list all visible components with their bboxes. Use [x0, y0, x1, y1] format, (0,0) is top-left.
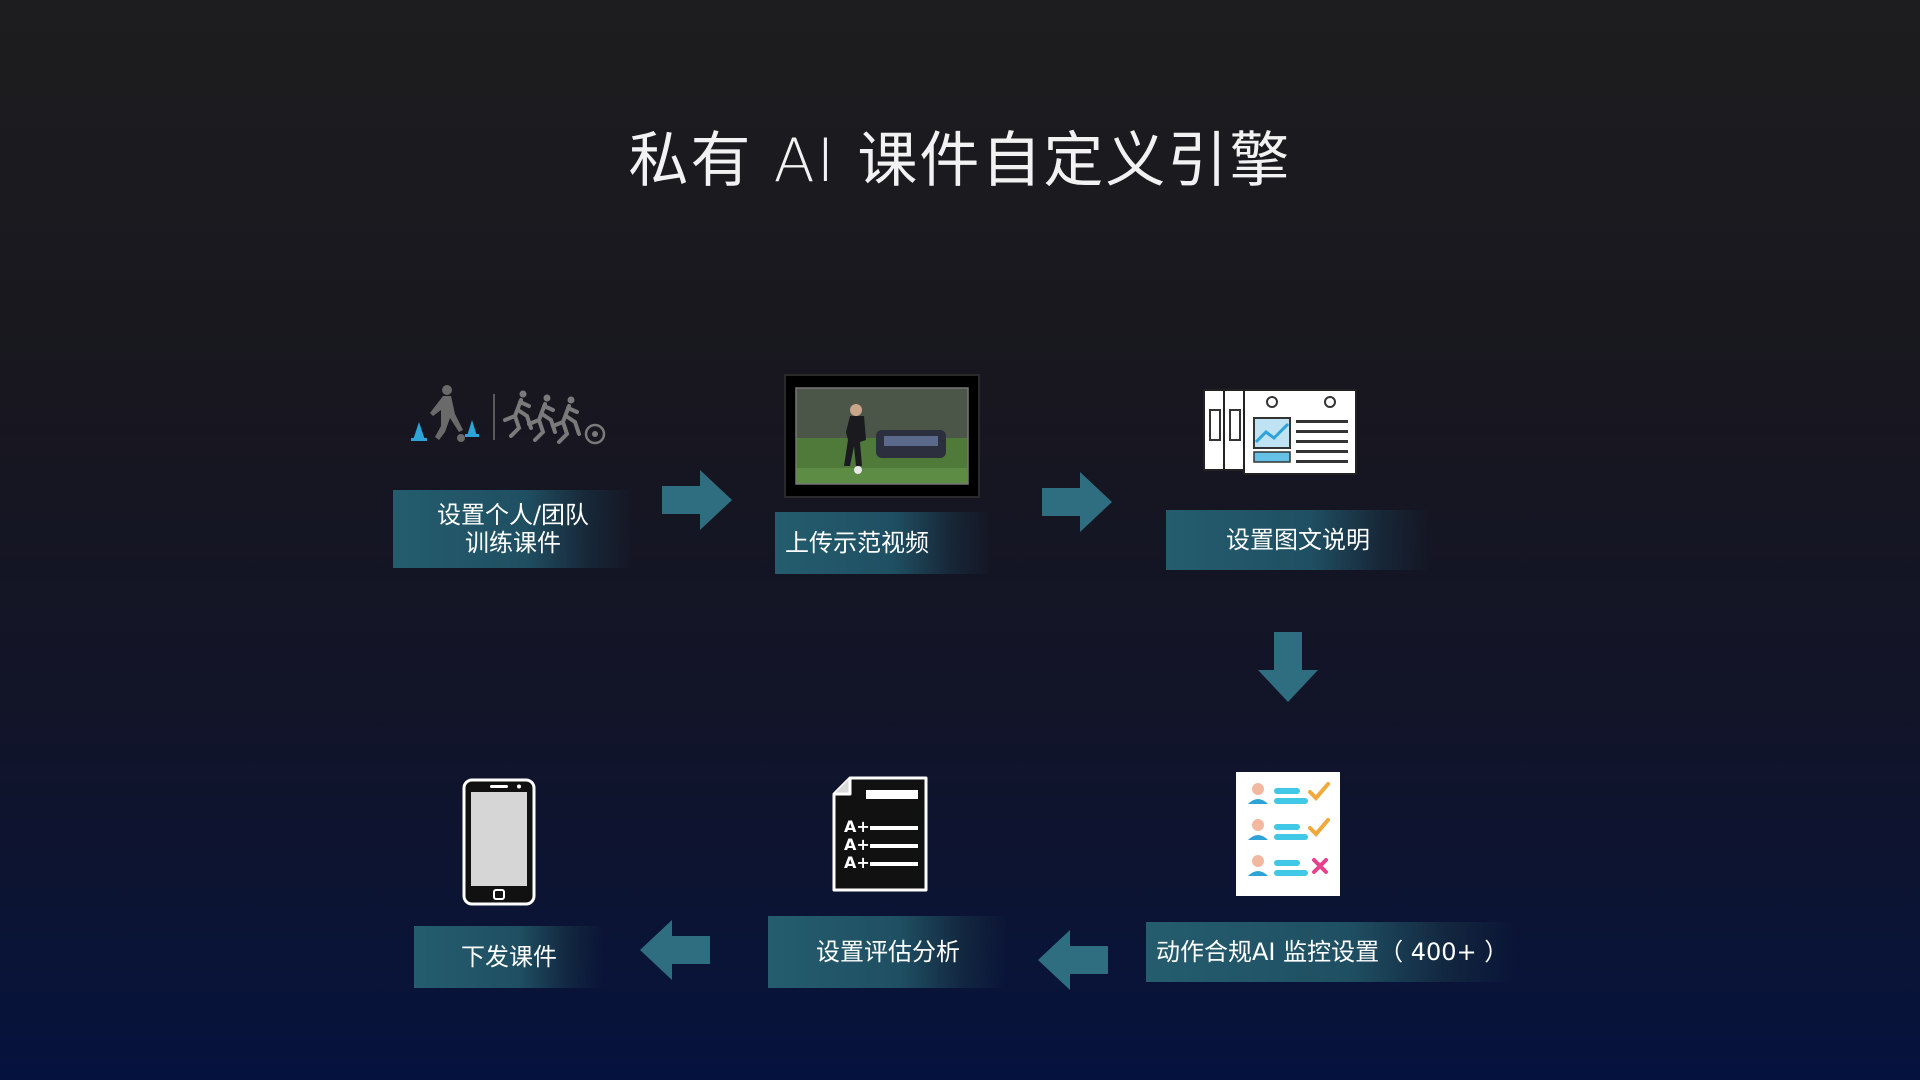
- step-upload-video: 上传示范视频: [776, 374, 996, 574]
- document-cards-icon: [1202, 384, 1362, 484]
- compliance-checklist-icon: [1236, 772, 1340, 896]
- grade-mark: A+: [844, 817, 870, 836]
- step-assessment: A+ A+ A+ 设置评估分析: [768, 776, 1008, 988]
- step-ai-compliance: 动作合规AI 监控设置（ 400+ ）: [1146, 770, 1516, 982]
- grade-mark: A+: [844, 835, 870, 854]
- athlete-training-icon: [405, 380, 615, 450]
- step-label: 上传示范视频: [775, 512, 991, 574]
- arrow-right-icon: [662, 470, 732, 530]
- step-label: 设置评估分析: [768, 916, 1008, 988]
- arrow-left-icon: [1038, 930, 1108, 990]
- step-label: 设置图文说明: [1166, 510, 1430, 570]
- arrow-right-icon: [1042, 472, 1112, 532]
- video-thumbnail: [784, 374, 980, 498]
- step-label: 设置个人/团队 训练课件: [393, 490, 633, 568]
- arrow-down-icon: [1258, 632, 1318, 702]
- arrow-left-icon: [640, 920, 710, 980]
- step-distribute: 下发课件: [414, 776, 604, 990]
- page-title: 私有 AI 课件自定义引擎: [0, 112, 1920, 199]
- step-create-course: 设置个人/团队 训练课件: [400, 380, 640, 570]
- grade-mark: A+: [844, 853, 870, 872]
- grade-sheet-icon: A+ A+ A+: [832, 776, 930, 892]
- smartphone-icon: [462, 778, 536, 906]
- step-set-description: 设置图文说明: [1160, 384, 1430, 570]
- step-label: 动作合规AI 监控设置（ 400+ ）: [1146, 922, 1516, 982]
- step-label: 下发课件: [414, 926, 604, 988]
